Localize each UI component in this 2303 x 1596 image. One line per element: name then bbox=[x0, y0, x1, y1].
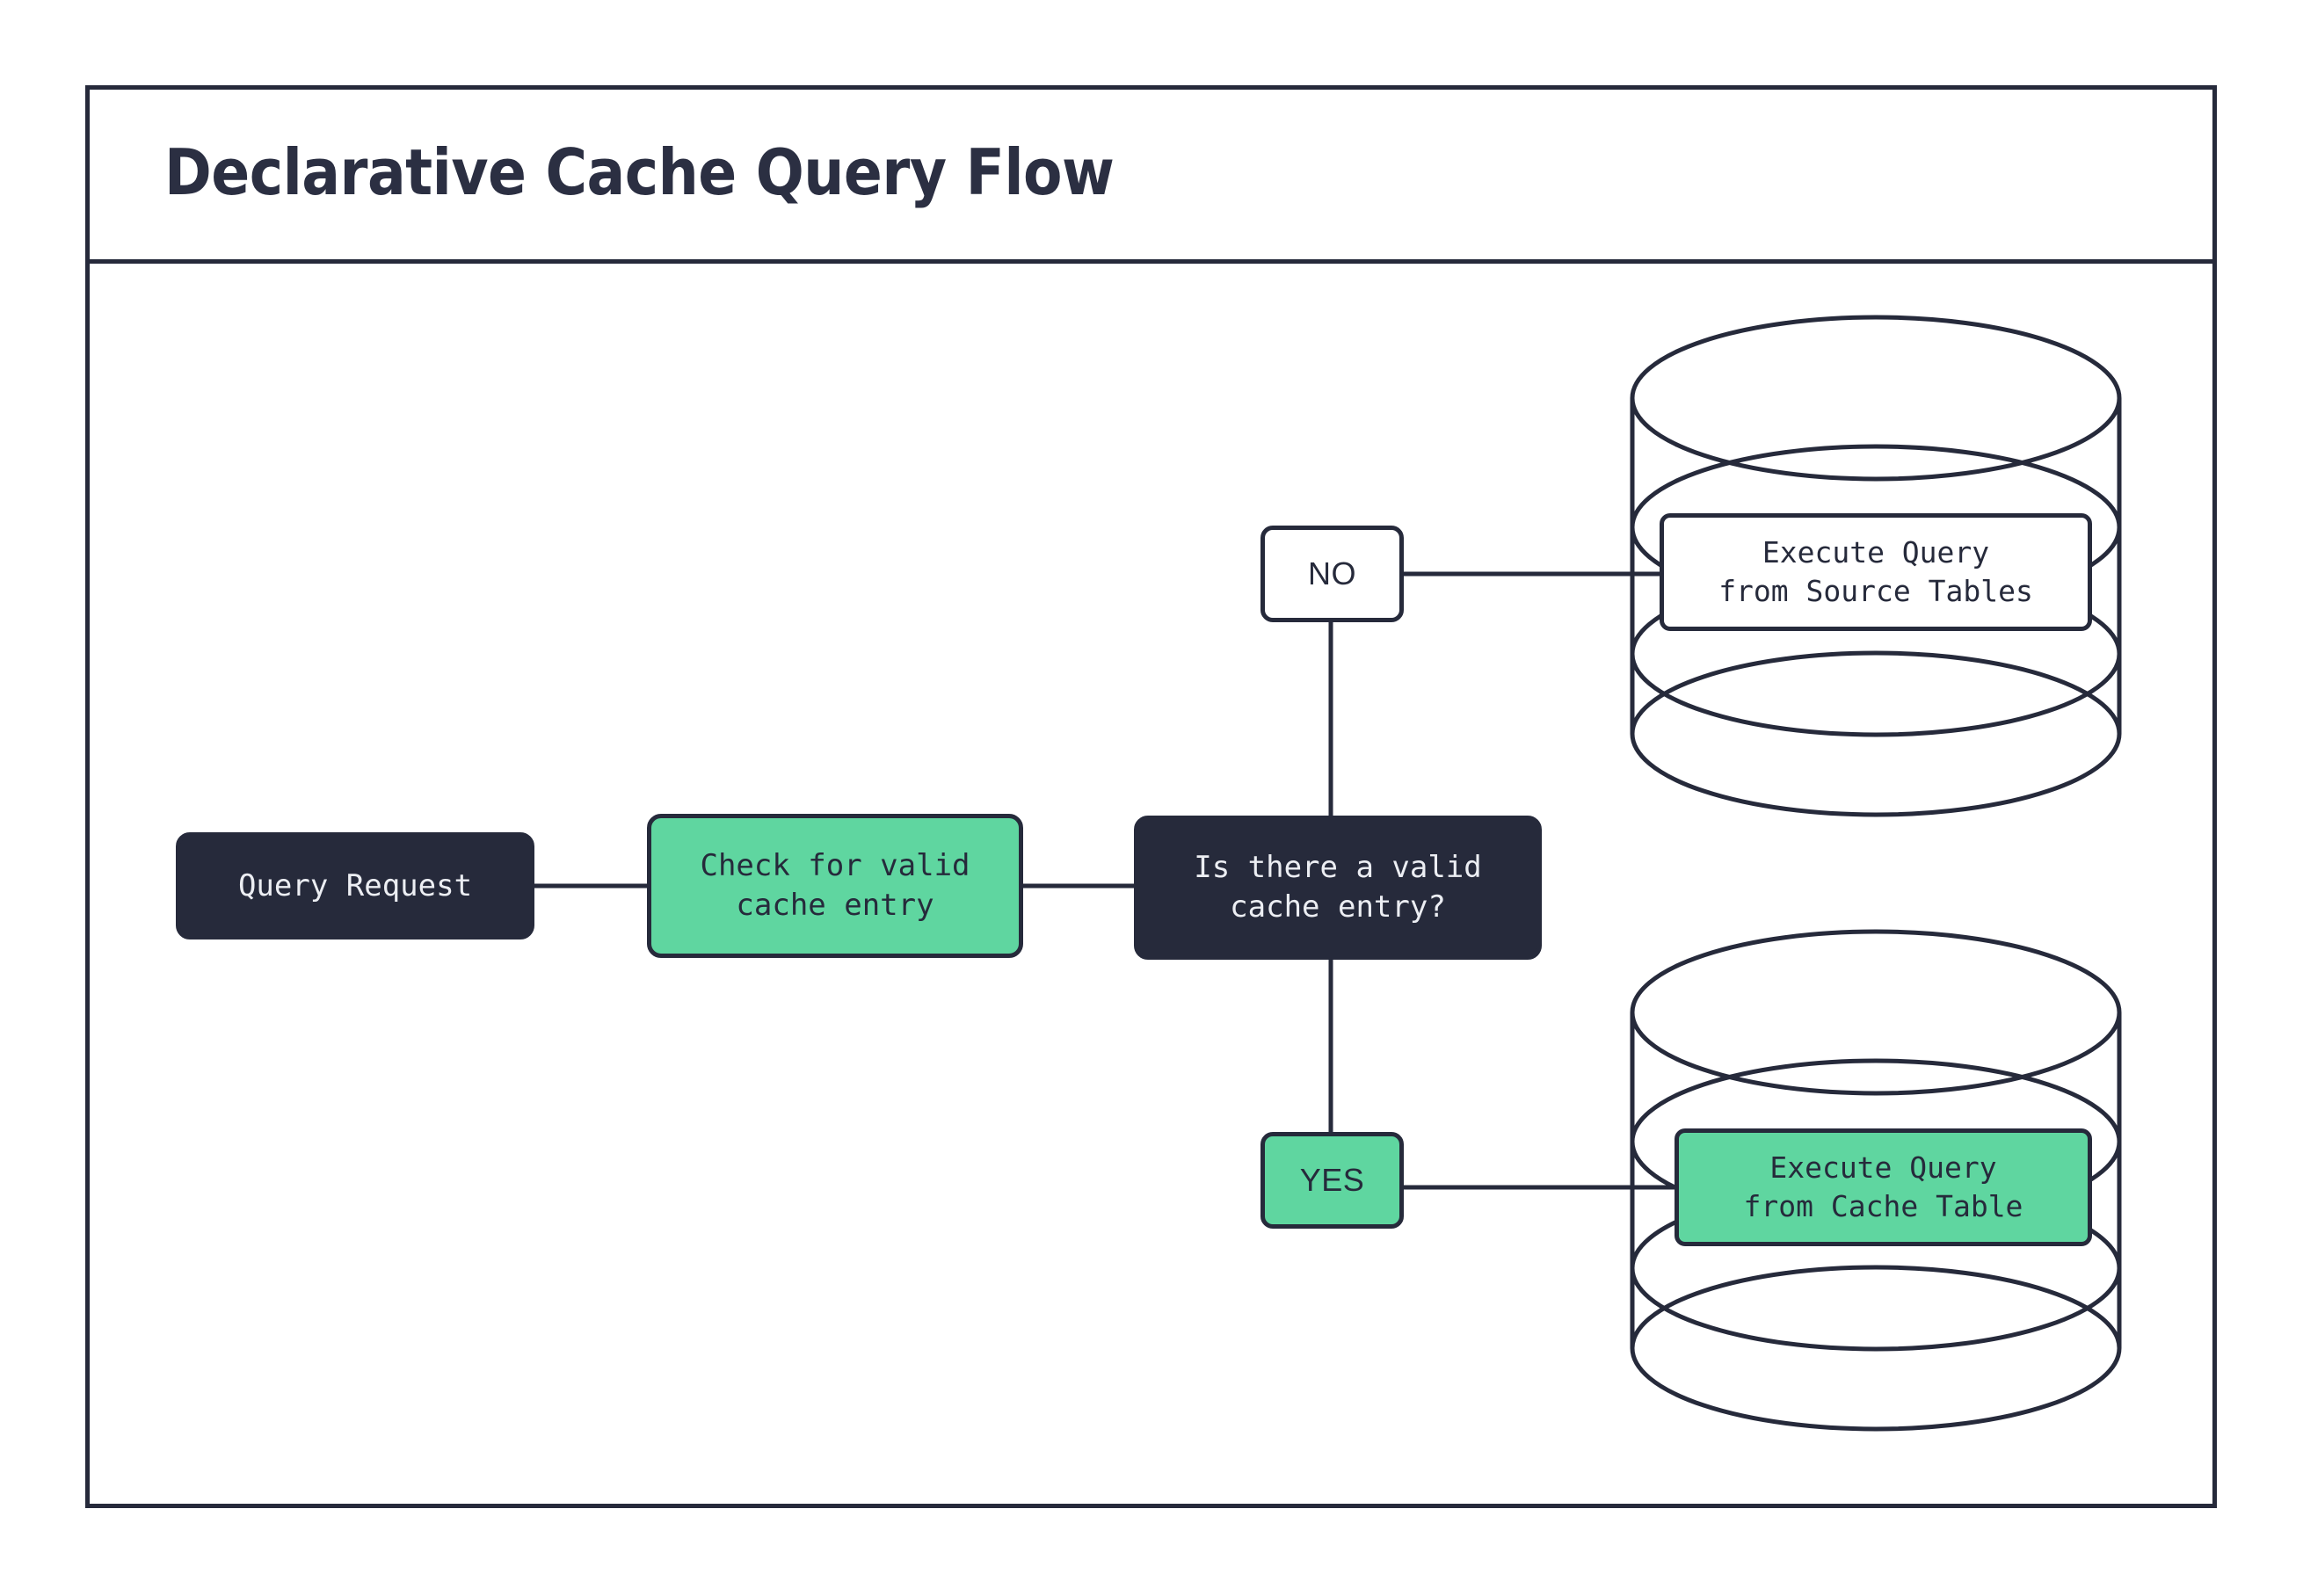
page-title: Declarative Cache Query Flow bbox=[164, 135, 1115, 209]
node-check-for-valid-cache-entry[interactable]: Check for valid cache entry bbox=[647, 814, 1023, 958]
node-execute-query-from-source-tables[interactable]: Execute Query from Source Tables bbox=[1660, 513, 2092, 631]
node-query-request[interactable]: Query Request bbox=[176, 832, 534, 939]
diagram-frame bbox=[85, 85, 2217, 1508]
node-execute-query-from-cache-table[interactable]: Execute Query from Cache Table bbox=[1675, 1128, 2092, 1246]
branch-label-yes[interactable]: YES bbox=[1260, 1132, 1404, 1229]
branch-label-no[interactable]: NO bbox=[1260, 526, 1404, 622]
node-decision-valid-cache-entry[interactable]: Is there a valid cache entry? bbox=[1134, 816, 1542, 960]
diagram-header: Declarative Cache Query Flow bbox=[85, 85, 2217, 264]
